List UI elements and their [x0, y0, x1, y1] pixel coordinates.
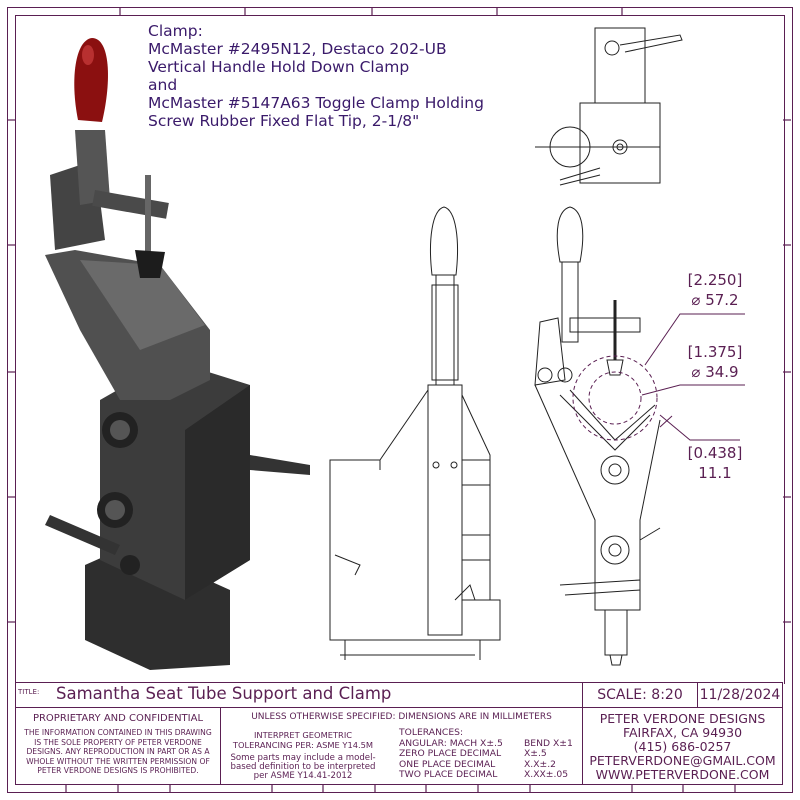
- dimension-inch: [1.375]: [687, 343, 743, 361]
- drawing-title: Samantha Seat Tube Support and Clamp: [56, 684, 392, 703]
- company-phone: (415) 686-0257: [633, 739, 732, 754]
- top-view: [535, 27, 683, 186]
- dimension-mm: ⌀ 57.2: [691, 291, 739, 309]
- dimension-mm: ⌀ 34.9: [691, 363, 739, 381]
- note-line: Clamp:: [148, 22, 203, 40]
- proprietary-line: WHOLE WITHOUT THE WRITTEN PERMISSION OF: [26, 756, 210, 766]
- tolerance-label: ONE PLACE DECIMAL: [399, 758, 496, 770]
- dimension-inch: [2.250]: [687, 271, 743, 289]
- dimension-lines: [572, 313, 745, 441]
- note-line: Vertical Handle Hold Down Clamp: [148, 58, 410, 76]
- front-view: [329, 206, 501, 660]
- tolerances-heading: TOLERANCES:: [399, 727, 464, 738]
- mbd-line: Some parts may include a model-: [230, 753, 376, 763]
- units-note: UNLESS OTHERWISE SPECIFIED: DIMENSIONS A…: [251, 712, 552, 722]
- company-address: FAIRFAX, CA 94930: [622, 725, 743, 740]
- proprietary-line: PETER VERDONE DESIGNS IS PROHIBITED.: [37, 766, 199, 776]
- gdt-line: TOLERANCING PER: ASME Y14.5M: [232, 740, 374, 750]
- tolerance-value: X.X±.2: [524, 758, 556, 770]
- mbd-line: per ASME Y14.41-2012: [253, 771, 353, 781]
- title-cell: TITLE: Samantha Seat Tube Support and Cl…: [15, 682, 583, 708]
- note-line: and: [148, 76, 178, 94]
- outer-border: [7, 7, 793, 793]
- proprietary-line: THE INFORMATION CONTAINED IN THIS DRAWIN…: [24, 728, 212, 737]
- tolerance-value: X.XX±.05: [524, 769, 569, 780]
- dimension-inner-diameter: [1.375] ⌀ 34.9: [680, 342, 750, 382]
- tolerance-label: ZERO PLACE DECIMAL: [399, 748, 502, 759]
- dimension-thickness: [0.438] 11.1: [680, 443, 750, 483]
- title-label: TITLE:: [18, 688, 40, 696]
- tolerance-value: BEND X±1: [524, 737, 573, 749]
- proprietary-heading: PROPRIETARY AND CONFIDENTIAL: [32, 713, 204, 724]
- isometric-view: [45, 38, 310, 670]
- company-cell: PETER VERDONE DESIGNS FAIRFAX, CA 94930 …: [582, 707, 783, 785]
- mbd-line: based definition to be interpreted: [230, 762, 376, 772]
- tolerance-label: ANGULAR: MACH X±.5: [399, 737, 503, 749]
- note-line: Screw Rubber Fixed Flat Tip, 2-1/8": [148, 112, 420, 130]
- scale-cell: SCALE: 8:20: [582, 682, 698, 708]
- proprietary-cell: PROPRIETARY AND CONFIDENTIAL THE INFORMA…: [15, 707, 221, 785]
- company-email: PETERVERDONE@GMAIL.COM: [589, 753, 776, 768]
- tolerance-row: ZERO PLACE DECIMAL X±.5: [399, 748, 573, 760]
- gdt-line: INTERPRET GEOMETRIC: [253, 730, 353, 740]
- note-line: McMaster #2495N12, Destaco 202-UB: [148, 40, 447, 58]
- inner-border: [15, 15, 785, 684]
- tolerance-row: ANGULAR: MACH X±.5 BEND X±1: [399, 737, 573, 750]
- tolerance-label: TWO PLACE DECIMAL: [399, 769, 498, 780]
- tolerance-row: TWO PLACE DECIMAL X.XX±.05: [399, 769, 573, 781]
- bottom-ticks: [65, 784, 736, 792]
- tolerance-cell: UNLESS OTHERWISE SPECIFIED: DIMENSIONS A…: [220, 707, 583, 785]
- tolerance-value: X±.5: [524, 748, 547, 759]
- dimension-mm: 11.1: [698, 464, 732, 482]
- date-cell: 11/28/2024: [697, 682, 783, 708]
- proprietary-line: DESIGNS. ANY REPRODUCTION IN PART OR AS …: [26, 747, 210, 757]
- dimension-inch: [0.438]: [687, 444, 743, 462]
- part-note: Clamp: McMaster #2495N12, Destaco 202-UB…: [148, 22, 484, 130]
- dimension-outer-diameter: [2.250] ⌀ 57.2: [680, 270, 750, 310]
- side-view: [534, 206, 661, 666]
- tolerance-row: ONE PLACE DECIMAL X.X±.2: [399, 758, 573, 771]
- note-line: McMaster #5147A63 Toggle Clamp Holding: [148, 94, 484, 112]
- border-ticks: [7, 7, 791, 623]
- proprietary-line: IS THE SOLE PROPERTY OF PETER VERDONE: [34, 737, 202, 747]
- company-name: PETER VERDONE DESIGNS: [599, 711, 766, 726]
- company-website: WWW.PETERVERDONE.COM: [595, 767, 770, 782]
